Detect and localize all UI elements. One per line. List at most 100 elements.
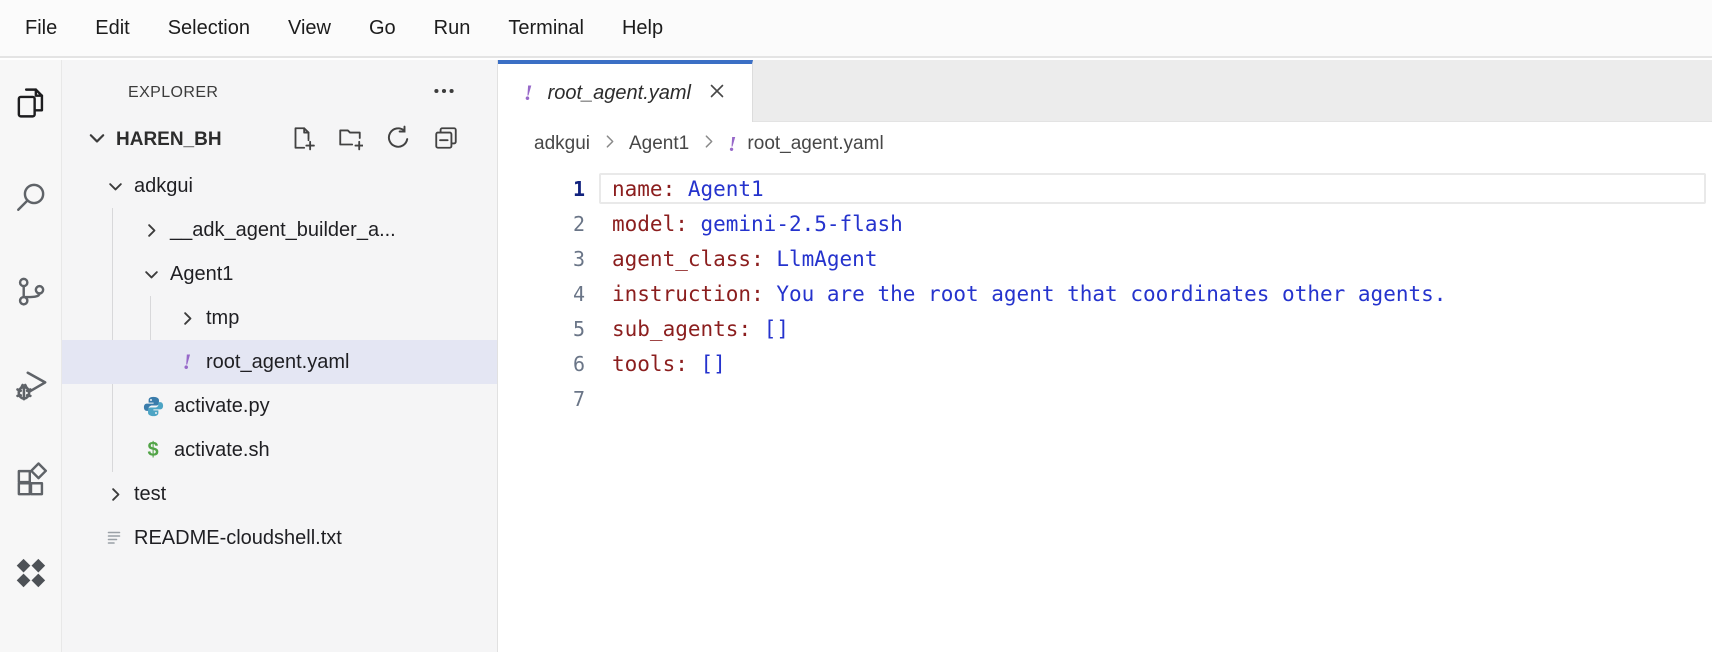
python-icon (138, 395, 168, 418)
yaml-key: instruction (612, 281, 752, 306)
file-label: root_agent.yaml (206, 350, 350, 373)
tree-item-test[interactable]: test (62, 472, 497, 516)
yaml-warning-icon: ! (182, 349, 192, 374)
yaml-warning-icon: ! (728, 131, 737, 156)
close-icon[interactable] (706, 80, 728, 107)
yaml-key: agent_class (612, 246, 752, 271)
tree-item-activate-sh[interactable]: $ activate.sh (62, 428, 497, 472)
yaml-colon: : (675, 211, 688, 236)
code-line-6[interactable]: 6 tools: [] (498, 346, 1712, 381)
yaml-colon: : (751, 246, 764, 271)
chevron-down-icon (138, 265, 164, 284)
search-icon[interactable] (12, 178, 50, 216)
line-number: 3 (572, 246, 585, 271)
file-label: README-cloudshell.txt (134, 526, 342, 549)
refresh-icon[interactable] (385, 125, 411, 156)
yaml-value: You are the root agent that coordinates … (776, 281, 1447, 306)
source-control-icon[interactable] (12, 272, 50, 310)
code-line-2[interactable]: 2 model: gemini-2.5-flash (498, 206, 1712, 241)
breadcrumb-item-adkgui[interactable]: adkgui (534, 133, 590, 154)
tree-item-root-agent-yaml[interactable]: ! root_agent.yaml (62, 340, 497, 384)
yaml-value: [] (700, 351, 726, 376)
tree-item-readme-cloudshell[interactable]: README-cloudshell.txt (62, 516, 497, 560)
yaml-key: sub_agents (612, 316, 739, 341)
file-label: test (134, 482, 167, 505)
menu-view[interactable]: View (287, 16, 331, 39)
yaml-colon: : (662, 176, 676, 201)
yaml-value: Agent1 (687, 176, 764, 201)
line-number: 2 (572, 211, 585, 236)
chevron-right-icon (700, 133, 717, 156)
line-number: 6 (572, 351, 585, 376)
line-number: 5 (572, 316, 585, 341)
menu-bar: File Edit Selection View Go Run Terminal… (0, 0, 1712, 58)
chevron-down-icon (86, 127, 108, 154)
new-folder-icon[interactable] (337, 125, 364, 156)
activity-bar (0, 60, 62, 652)
cloud-code-icon[interactable] (12, 554, 50, 592)
menu-run[interactable]: Run (433, 16, 471, 39)
file-label: __adk_agent_builder_a... (170, 218, 396, 241)
breadcrumb-item-root-agent-yaml[interactable]: root_agent.yaml (747, 133, 884, 154)
chevron-right-icon (174, 309, 200, 328)
run-debug-icon[interactable] (12, 366, 50, 404)
files-icon[interactable] (12, 84, 50, 122)
tab-title: root_agent.yaml (547, 81, 691, 104)
chevron-down-icon (102, 177, 128, 196)
file-label: activate.sh (174, 438, 270, 461)
yaml-key: tools (612, 351, 676, 376)
code-line-1[interactable]: 1 name: Agent1 (498, 171, 1712, 206)
collapse-all-icon[interactable] (433, 125, 459, 156)
explorer-title: EXPLORER (128, 84, 219, 101)
line-number: 4 (572, 281, 585, 306)
file-label: Agent1 (170, 262, 234, 285)
extensions-icon[interactable] (12, 460, 50, 498)
yaml-key: model (612, 211, 676, 236)
workspace-root-haren-bh[interactable]: HAREN_BH (62, 116, 497, 164)
yaml-key: name (612, 176, 663, 201)
tree-item-adk-agent-builder[interactable]: __adk_agent_builder_a... (62, 208, 497, 252)
yaml-value: [] (763, 316, 789, 341)
yaml-value: LlmAgent (776, 246, 878, 271)
menu-terminal[interactable]: Terminal (508, 16, 584, 39)
breadcrumb-item-agent1[interactable]: Agent1 (629, 133, 690, 154)
menu-file[interactable]: File (25, 16, 58, 39)
breadcrumb: adkgui Agent1 ! root_agent.yaml (498, 122, 1712, 166)
yaml-colon: : (738, 316, 752, 341)
tree-item-activate-py[interactable]: activate.py (62, 384, 497, 428)
yaml-warning-icon: ! (524, 80, 533, 105)
yaml-colon: : (675, 351, 688, 376)
yaml-value: gemini-2.5-flash (700, 211, 903, 236)
yaml-colon: : (751, 281, 764, 306)
tab-root-agent-yaml[interactable]: ! root_agent.yaml (498, 60, 753, 122)
menu-go[interactable]: Go (368, 16, 396, 39)
workspace-name: HAREN_BH (116, 129, 222, 150)
chevron-right-icon (102, 485, 128, 504)
code-line-3[interactable]: 3 agent_class: LlmAgent (498, 241, 1712, 276)
tab-bar: ! root_agent.yaml (498, 60, 1712, 122)
more-actions-icon[interactable] (431, 78, 457, 109)
explorer-sidebar: EXPLORER HAREN_BH (62, 60, 498, 652)
tree-item-agent1[interactable]: Agent1 (62, 252, 497, 296)
menu-help[interactable]: Help (621, 16, 664, 39)
tree-item-tmp[interactable]: tmp (62, 296, 497, 340)
line-number: 7 (572, 386, 585, 411)
code-line-4[interactable]: 4 instruction: You are the root agent tha… (498, 276, 1712, 311)
tree-item-adkgui[interactable]: adkgui (62, 164, 497, 208)
menu-selection[interactable]: Selection (167, 16, 250, 39)
file-label: adkgui (134, 174, 193, 197)
code-line-5[interactable]: 5 sub_agents: [] (498, 311, 1712, 346)
file-label: activate.py (174, 394, 270, 417)
text-file-icon (102, 528, 128, 548)
line-number: 1 (572, 176, 585, 201)
chevron-right-icon (138, 221, 164, 240)
file-label: tmp (206, 306, 240, 329)
menu-edit[interactable]: Edit (95, 16, 130, 39)
shell-script-icon: $ (147, 438, 159, 461)
code-line-7[interactable]: 7 (498, 381, 1712, 416)
editor-group: ! root_agent.yaml adkgui Agent1 ! root_a… (498, 60, 1712, 652)
new-file-icon[interactable] (289, 125, 315, 156)
chevron-right-icon (601, 133, 618, 156)
code-editor[interactable]: 1 name: Agent1 2 model: gemini-2.5-flash 3… (498, 166, 1712, 416)
file-tree: adkgui __adk_agent_builder_a... Agent1 t… (62, 164, 497, 560)
